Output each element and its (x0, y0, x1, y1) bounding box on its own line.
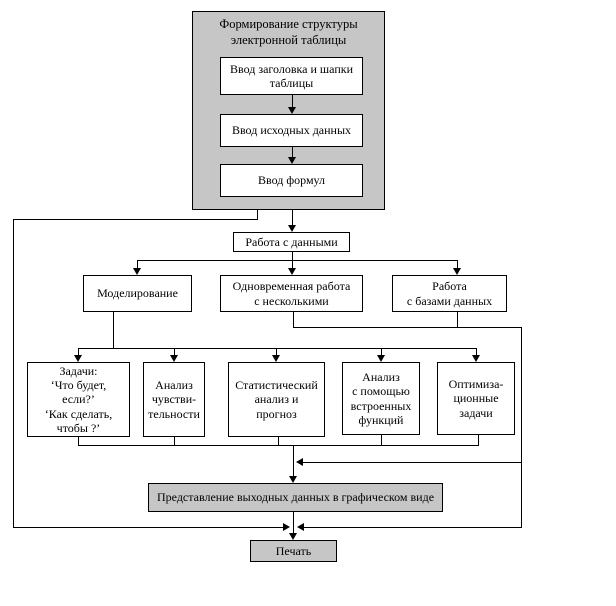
arrowhead-down-icon (453, 268, 461, 275)
node-what-if-tasks: Задачи: ‘Что будет, если?’ ‘Как сделать,… (27, 362, 130, 437)
arrowhead-down-icon (377, 355, 385, 362)
connector-line (457, 260, 458, 269)
arrowhead-down-icon (133, 268, 141, 275)
arrowhead-down-icon (170, 355, 178, 362)
connector-line (276, 348, 277, 356)
connector-line (478, 435, 479, 445)
node-sensitivity-analysis: Анализ чувстви- тельности (143, 362, 205, 437)
node-statistical-analysis: Статистический анализ и прогноз (228, 362, 325, 437)
node-work-with-data: Работа с данными (233, 232, 350, 252)
feedback-line-left (13, 219, 14, 527)
node-enter-formulas: Ввод формул (220, 164, 363, 197)
arrowhead-left-icon (297, 523, 304, 531)
connector-line (293, 327, 522, 328)
connector-line (78, 348, 79, 356)
connector-line (278, 437, 279, 445)
connector-line (78, 437, 79, 445)
connector-line (293, 512, 294, 533)
node-enter-header: Ввод заголовка и шапки таблицы (220, 57, 363, 95)
node-builtin-functions-analysis: Анализ с помощью встроенных функций (342, 362, 420, 435)
connector-line (113, 312, 114, 348)
connector-line (457, 312, 458, 327)
node-modeling: Моделирование (83, 275, 192, 312)
arrowhead-down-icon (272, 355, 280, 362)
connector-line (292, 252, 293, 261)
connector-line (303, 462, 522, 463)
connector-line (13, 219, 258, 220)
arrowhead-down-icon (74, 355, 82, 362)
branch-line-analysis (78, 348, 477, 349)
connector-line (292, 260, 293, 269)
connector-line (257, 210, 258, 219)
connector-line (304, 527, 522, 528)
connector-line (293, 312, 294, 327)
arrowhead-down-icon (289, 476, 297, 483)
node-graphical-output: Представление выходных данных в графичес… (148, 483, 443, 512)
connector-line (174, 348, 175, 356)
connector-line (381, 348, 382, 356)
branch-line-level2 (137, 260, 458, 261)
arrowhead-right-icon (283, 523, 290, 531)
arrowhead-down-icon (288, 107, 296, 114)
node-optimization-tasks: Оптимиза- ционные задачи (437, 362, 515, 435)
connector-line (174, 437, 175, 445)
merge-line-analysis (78, 445, 479, 446)
node-enter-source-data: Ввод исходных данных (220, 114, 363, 147)
feedback-line-right (521, 327, 522, 527)
node-database-work: Работа с базами данных (392, 275, 507, 312)
node-simultaneous-work: Одновременная работа с несколькими (220, 275, 363, 312)
node-print: Печать (250, 540, 337, 562)
arrowhead-down-icon (288, 225, 296, 232)
connector-line (292, 147, 293, 158)
connector-line (137, 260, 138, 269)
arrowhead-down-icon (472, 355, 480, 362)
arrowhead-left-icon (296, 458, 303, 466)
connector-line (381, 435, 382, 445)
connector-line (292, 95, 293, 108)
node-structure-formation-label: Формирование структуры электронной табли… (219, 17, 358, 48)
connector-line (293, 445, 294, 476)
arrowhead-down-icon (289, 533, 297, 540)
connector-line (476, 348, 477, 356)
arrowhead-down-icon (288, 268, 296, 275)
connector-line (13, 527, 284, 528)
connector-line (292, 210, 293, 226)
arrowhead-down-icon (288, 157, 296, 164)
